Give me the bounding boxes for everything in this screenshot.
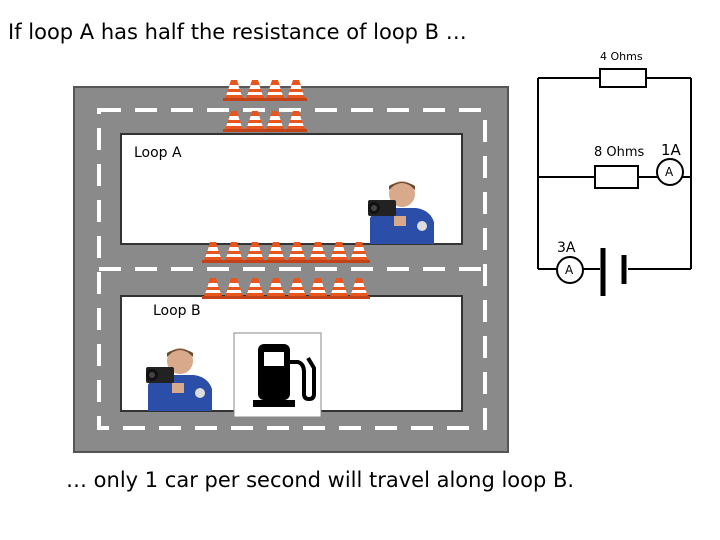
circuit-diagram	[537, 68, 692, 296]
resistor-4-ohm-label: 4 Ohms	[600, 50, 643, 63]
ammeter-branch-symbol: A	[665, 165, 674, 179]
ammeter-main-symbol: A	[565, 263, 574, 277]
ammeter-branch	[656, 158, 684, 186]
resistor-8-ohm-label: 8 Ohms	[594, 145, 645, 160]
resistor-8-ohm	[594, 165, 639, 189]
slide-footer: … only 1 car per second will travel alon…	[66, 468, 575, 492]
resistor-4-ohm	[599, 68, 647, 88]
loop-b-label: Loop B	[153, 303, 201, 319]
main-current-label: 3A	[557, 240, 576, 256]
slide-title: If loop A has half the resistance of loo…	[8, 20, 467, 44]
loop-a-label: Loop A	[134, 145, 182, 161]
fuel-pump-icon	[233, 332, 322, 418]
branch-current-label: 1A	[661, 141, 681, 159]
